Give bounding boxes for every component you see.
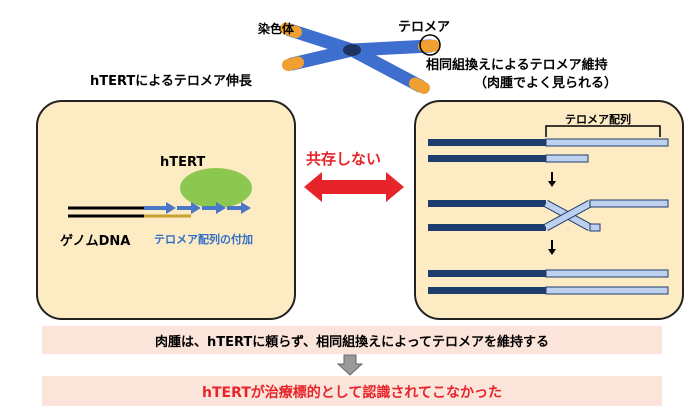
telomere-sequence-bracket	[545, 125, 661, 137]
strand-group-2	[428, 199, 669, 232]
genomic-dna-label: ゲノムDNA	[60, 234, 131, 249]
telomere-addition-label: テロメア配列の付加	[154, 233, 253, 246]
down-arrow-icon	[548, 240, 556, 255]
chromosome-diagram	[280, 22, 441, 94]
right-panel-title-line2: （肉腫でよく見られる）	[474, 76, 618, 91]
conclusion-line1: 肉腫は、hTERTに頼らず、相同組換えによってテロメアを維持する	[154, 335, 550, 350]
strand-group-3	[428, 269, 669, 295]
right-panel	[414, 100, 684, 320]
telomere-label: テロメア	[398, 20, 451, 35]
telomere-sequence-label: テロメア配列	[565, 113, 631, 126]
htert-label: hTERT	[160, 155, 206, 170]
mutually-exclusive-label: 共存しない	[306, 150, 382, 168]
chromosome-label: 染色体	[258, 22, 295, 36]
chromosome	[280, 22, 440, 94]
conclusion-band-top	[42, 326, 662, 354]
htert-enzyme	[180, 168, 252, 208]
telomere-addition-arrows	[144, 202, 251, 214]
conclusion-band-bottom	[42, 376, 662, 406]
down-arrow-icon	[337, 354, 363, 376]
double-arrow-icon	[304, 172, 404, 202]
telomere-highlight-circle	[419, 34, 441, 56]
right-panel-title-line1: 相同組換えによるテロメア維持	[426, 58, 608, 73]
strand-group-1	[428, 138, 669, 163]
left-panel-title: hTERTによるテロメア伸長	[90, 74, 252, 89]
recombination-diagram	[428, 125, 669, 295]
htert-elongation-diagram	[68, 168, 252, 218]
conclusion-line2: hTERTが治療標的として認識されてこなかった	[202, 385, 502, 401]
down-arrow-icon	[548, 172, 556, 187]
